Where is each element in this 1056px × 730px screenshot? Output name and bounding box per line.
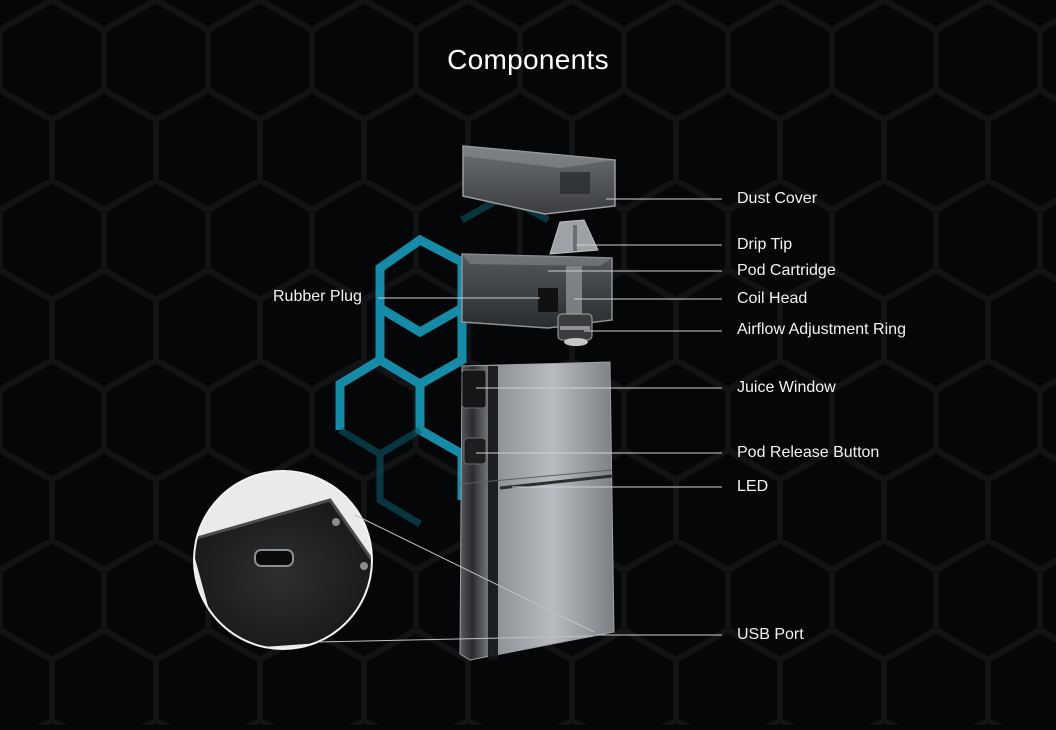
- label-airflow-ring: Airflow Adjustment Ring: [737, 321, 906, 338]
- label-pod-cartridge: Pod Cartridge: [737, 262, 836, 279]
- device-body-part: [459, 361, 615, 661]
- label-pod-release-button: Pod Release Button: [737, 444, 880, 461]
- coil-head-part: [566, 266, 582, 316]
- usb-port-detail: [254, 549, 294, 567]
- label-drip-tip: Drip Tip: [737, 236, 793, 253]
- zoom-guide-lines: [317, 514, 595, 643]
- rubber-plug-part: [538, 288, 558, 312]
- usb-zoom-bubble: [193, 470, 373, 650]
- label-rubber-plug: Rubber Plug: [273, 288, 362, 305]
- diagram-title: Components: [447, 44, 609, 75]
- label-coil-head: Coil Head: [737, 290, 808, 307]
- label-juice-window: Juice Window: [737, 379, 836, 396]
- label-usb-port: USB Port: [737, 626, 804, 643]
- airflow-ring-part: [557, 313, 593, 346]
- pod-cartridge-part: [461, 253, 613, 329]
- label-led: LED: [737, 478, 769, 495]
- juice-window-part: [461, 369, 487, 409]
- dust-cover-part: [462, 145, 616, 215]
- label-dust-cover: Dust Cover: [737, 190, 818, 207]
- led-strip-part: [499, 474, 613, 490]
- pod-release-button-part: [463, 437, 487, 465]
